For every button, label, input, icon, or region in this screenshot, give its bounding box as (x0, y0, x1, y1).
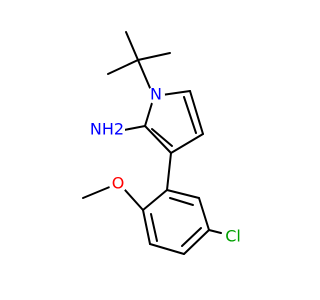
molecule-structure: N NH2 O Cl (82, 31, 246, 255)
bond-n1-ctbu (137, 59, 151, 89)
benzene-ring (142, 189, 210, 255)
bond-c2-nh2 (123, 125, 146, 131)
oxygen-mask (109, 175, 127, 193)
bond-b3-b4 (149, 243, 185, 255)
bond-ctbu-me1 (125, 31, 139, 61)
bond-c2-c3 (144, 125, 172, 154)
nitrogen-atom-label: N (150, 85, 162, 104)
oxygen-atom-label: O (112, 174, 125, 193)
bond-c3-phenyl (166, 152, 172, 191)
bond-c3-c4 (170, 133, 204, 154)
bond-ctbu-me3 (137, 52, 171, 61)
bond-ctbu-me2 (107, 59, 139, 75)
bond-c5-n1 (161, 90, 191, 96)
chlorine-atom-label: Cl (225, 227, 241, 246)
bond-n1-c2 (144, 102, 153, 127)
bond-b4-b5-inner (181, 227, 202, 247)
tert-butyl-group (107, 31, 171, 89)
molecule-canvas: N NH2 O Cl (82, 31, 246, 255)
bond-b5-cl (208, 229, 222, 234)
bond-b2-b3 (142, 209, 151, 245)
nh2-mask (89, 119, 125, 141)
bond-b4-b5 (183, 229, 210, 255)
bond-o-me (82, 185, 113, 199)
bond-b5-b6 (198, 197, 210, 231)
bond-b2-o (124, 189, 144, 211)
bond-b2-b3-inner (150, 213, 158, 242)
amine-group-label: NH2 (90, 120, 124, 139)
bond-b6-b1-inner (169, 197, 194, 206)
n1-mask (147, 86, 165, 104)
bond-c2-c3-inner (151, 128, 173, 147)
pyrrole-ring (144, 90, 204, 154)
bond-b1-b2 (142, 189, 168, 211)
bond-c4-c5-inner (183, 96, 197, 134)
chlorine-mask (222, 227, 246, 247)
bond-c4-c5 (189, 90, 204, 135)
bond-b6-b1 (166, 189, 200, 199)
